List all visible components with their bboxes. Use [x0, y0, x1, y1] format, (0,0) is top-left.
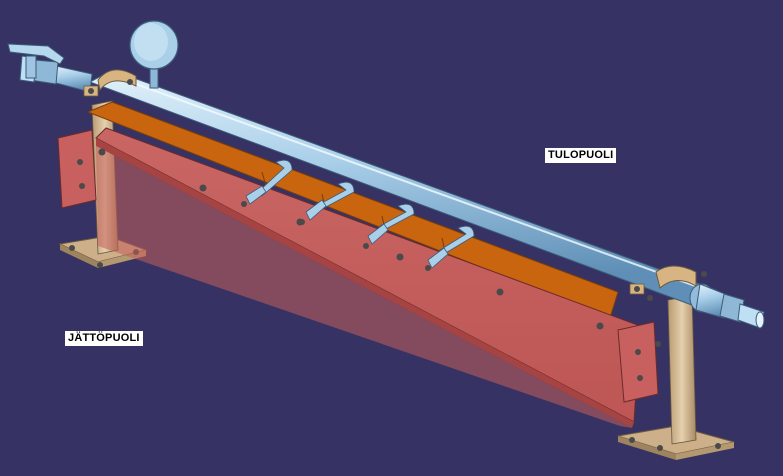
nozzle [299, 181, 355, 225]
nozzle [241, 159, 293, 207]
inlet-side-label: TULOPUOLI [545, 148, 617, 163]
nozzle [363, 203, 415, 249]
right-support-post [667, 295, 697, 445]
spray-nozzles [241, 159, 475, 271]
outlet-side-label: JÄTTÖPUOLI [65, 331, 143, 346]
spray-pipe [19, 55, 765, 329]
right-pipe-clamp [629, 265, 707, 301]
right-end-fitting [689, 283, 765, 329]
pressure-gauge-icon [129, 20, 179, 89]
left-side-plate [57, 129, 97, 209]
nozzle [425, 225, 475, 271]
left-end-fitting [19, 55, 93, 93]
ball-valve-icon [7, 43, 65, 79]
left-pipe-clamp [83, 69, 137, 97]
front-blade [95, 127, 641, 428]
right-side-plate [617, 321, 661, 403]
